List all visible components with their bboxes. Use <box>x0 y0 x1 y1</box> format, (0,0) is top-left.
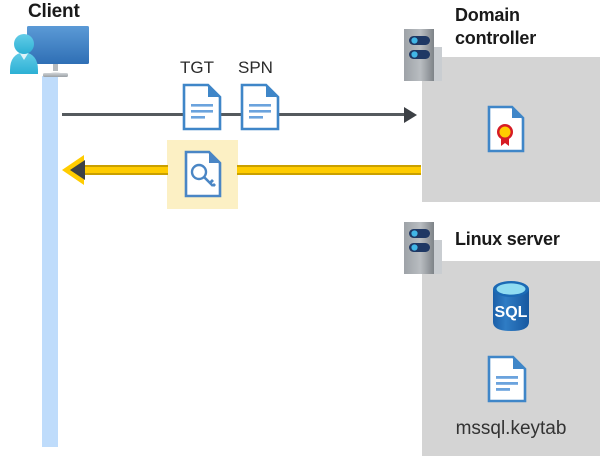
tgt-label: TGT <box>180 58 214 77</box>
client-label: Client <box>28 1 80 22</box>
key-document-icon <box>184 150 222 198</box>
sql-database-icon: SQL <box>486 279 536 338</box>
tgt-document-icon <box>182 83 222 131</box>
keytab-document-icon <box>487 355 527 403</box>
spn-document-icon <box>240 83 280 131</box>
certificate-document-icon <box>487 105 525 153</box>
spn-label: SPN <box>238 58 273 77</box>
domain-controller-label-line2: controller <box>455 28 537 48</box>
keytab-filename-label: mssql.keytab <box>455 418 567 439</box>
linux-server-rack-icon <box>404 222 442 279</box>
user-at-computer-icon <box>6 24 106 91</box>
client-lifeline <box>42 76 58 447</box>
domain-controller-label-line1: Domain <box>455 5 520 25</box>
request-arrowhead-icon <box>404 107 417 123</box>
domain-controller-server-rack-icon <box>404 29 442 86</box>
linux-server-label: Linux server <box>455 229 560 249</box>
response-arrow-segment-left <box>82 165 168 175</box>
response-arrow-segment-right <box>237 165 421 175</box>
request-arrow-line <box>62 113 408 116</box>
response-arrowhead-icon <box>70 160 85 180</box>
sql-icon-text: SQL <box>495 304 528 321</box>
domain-controller-label: Domain controller <box>455 4 595 50</box>
